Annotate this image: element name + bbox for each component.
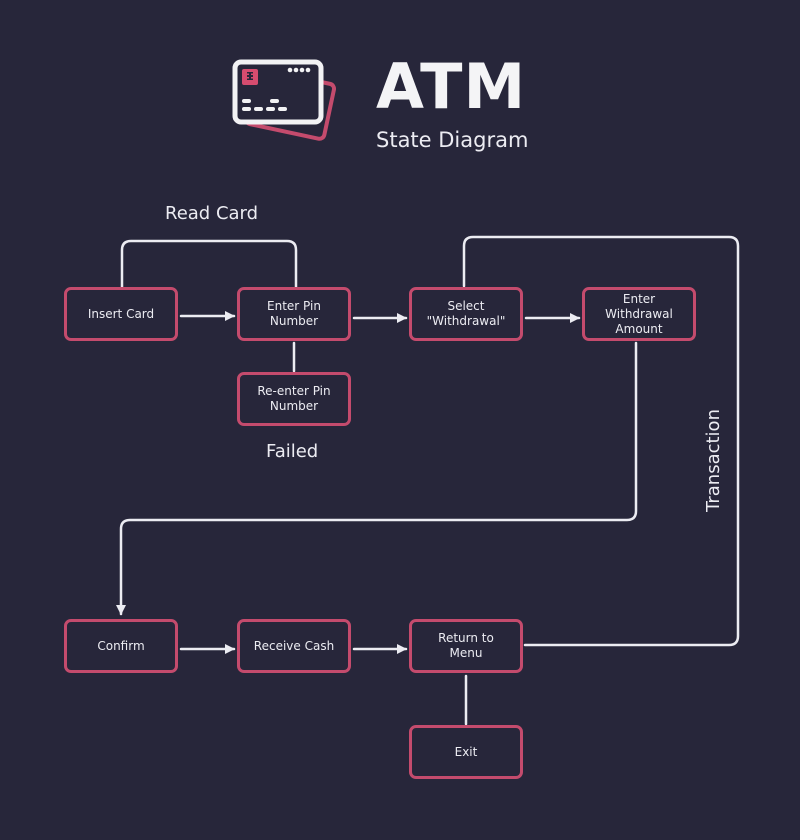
arrow-amount-to-confirm bbox=[116, 341, 638, 616]
diagram-title: ATM bbox=[376, 50, 527, 123]
state-exit[interactable]: Exit bbox=[409, 725, 523, 779]
transaction-loop-line bbox=[462, 235, 740, 647]
state-reenter-pin[interactable]: Re-enter Pin Number bbox=[237, 372, 351, 426]
state-return-menu[interactable]: Return to Menu bbox=[409, 619, 523, 673]
diagram-subtitle: State Diagram bbox=[376, 128, 529, 152]
atm-card-icon bbox=[232, 59, 337, 141]
state-confirm[interactable]: Confirm bbox=[64, 619, 178, 673]
read-card-loop-line bbox=[120, 239, 298, 289]
state-receive-cash[interactable]: Receive Cash bbox=[237, 619, 351, 673]
state-enter-pin[interactable]: Enter Pin Number bbox=[237, 287, 351, 341]
edge-label-failed: Failed bbox=[266, 441, 319, 462]
edge-label-read-card: Read Card bbox=[165, 203, 259, 224]
state-enter-amount[interactable]: Enter Withdrawal Amount bbox=[582, 287, 696, 341]
edge-label-transaction: Transaction bbox=[703, 409, 724, 512]
state-select-withdrawal[interactable]: Select "Withdrawal" bbox=[409, 287, 523, 341]
state-insert-card[interactable]: Insert Card bbox=[64, 287, 178, 341]
